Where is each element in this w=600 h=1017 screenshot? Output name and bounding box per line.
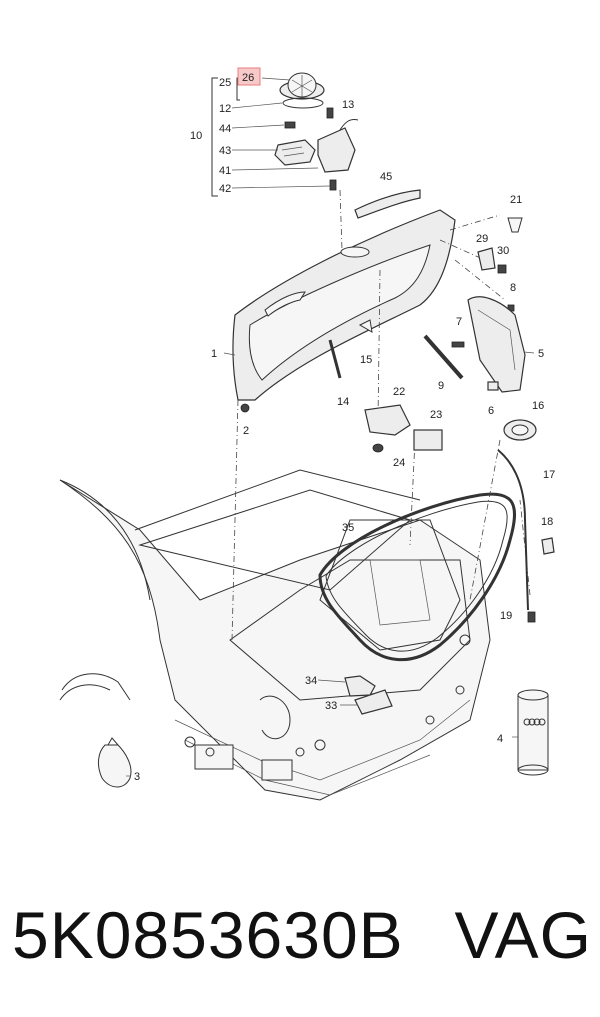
part-caption: 5K0853630B VAG	[12, 890, 592, 980]
label-ticks	[126, 77, 535, 777]
label-44: 44	[219, 123, 231, 135]
label-29: 29	[476, 233, 488, 245]
trunk-lid	[232, 209, 456, 401]
spoiler	[354, 189, 421, 219]
leader-lines	[231, 189, 531, 641]
label-22: 22	[393, 386, 405, 398]
label-33: 33	[325, 700, 337, 712]
label-34: 34	[305, 675, 317, 687]
handle-assembly	[274, 72, 359, 191]
part-labels: 26 25 12 10 44 43 41 42 13 45 21 29 30 8…	[134, 72, 555, 783]
label-10: 10	[190, 130, 202, 142]
label-17: 17	[543, 469, 555, 481]
label-42: 42	[219, 183, 231, 195]
label-43: 43	[219, 145, 231, 157]
small-parts	[240, 217, 555, 623]
label-30: 30	[497, 245, 509, 257]
label-35: 35	[342, 522, 354, 534]
label-12: 12	[219, 103, 231, 115]
label-1: 1	[211, 348, 217, 360]
compressor-cylinder	[517, 689, 549, 776]
label-18: 18	[541, 516, 553, 528]
label-14: 14	[337, 396, 349, 408]
car-body	[59, 469, 491, 801]
label-15: 15	[360, 354, 372, 366]
tool-bag	[97, 744, 132, 788]
label-5: 5	[538, 348, 544, 360]
label-7: 7	[456, 316, 462, 328]
part-number: 5K0853630B	[12, 898, 404, 972]
label-2: 2	[243, 425, 249, 437]
highlight-box	[237, 67, 261, 86]
label-41: 41	[219, 165, 231, 177]
exploded-parts-diagram: 26 25 12 10 44 43 41 42 13 45 21 29 30 8…	[59, 67, 555, 801]
label-26: 26	[242, 72, 254, 84]
trunk-parts	[344, 675, 393, 715]
label-6: 6	[488, 405, 494, 417]
label-8: 8	[510, 282, 516, 294]
label-3: 3	[134, 771, 140, 783]
label-19: 19	[500, 610, 512, 622]
label-24: 24	[393, 457, 405, 469]
label-16: 16	[532, 400, 544, 412]
boot-lid-seal	[318, 492, 517, 662]
label-25: 25	[219, 77, 231, 89]
brand-name: VAG	[454, 898, 592, 972]
label-45: 45	[380, 171, 392, 183]
label-4: 4	[497, 733, 503, 745]
label-23: 23	[430, 409, 442, 421]
label-21: 21	[510, 194, 522, 206]
label-13: 13	[342, 99, 354, 111]
label-9: 9	[438, 380, 444, 392]
